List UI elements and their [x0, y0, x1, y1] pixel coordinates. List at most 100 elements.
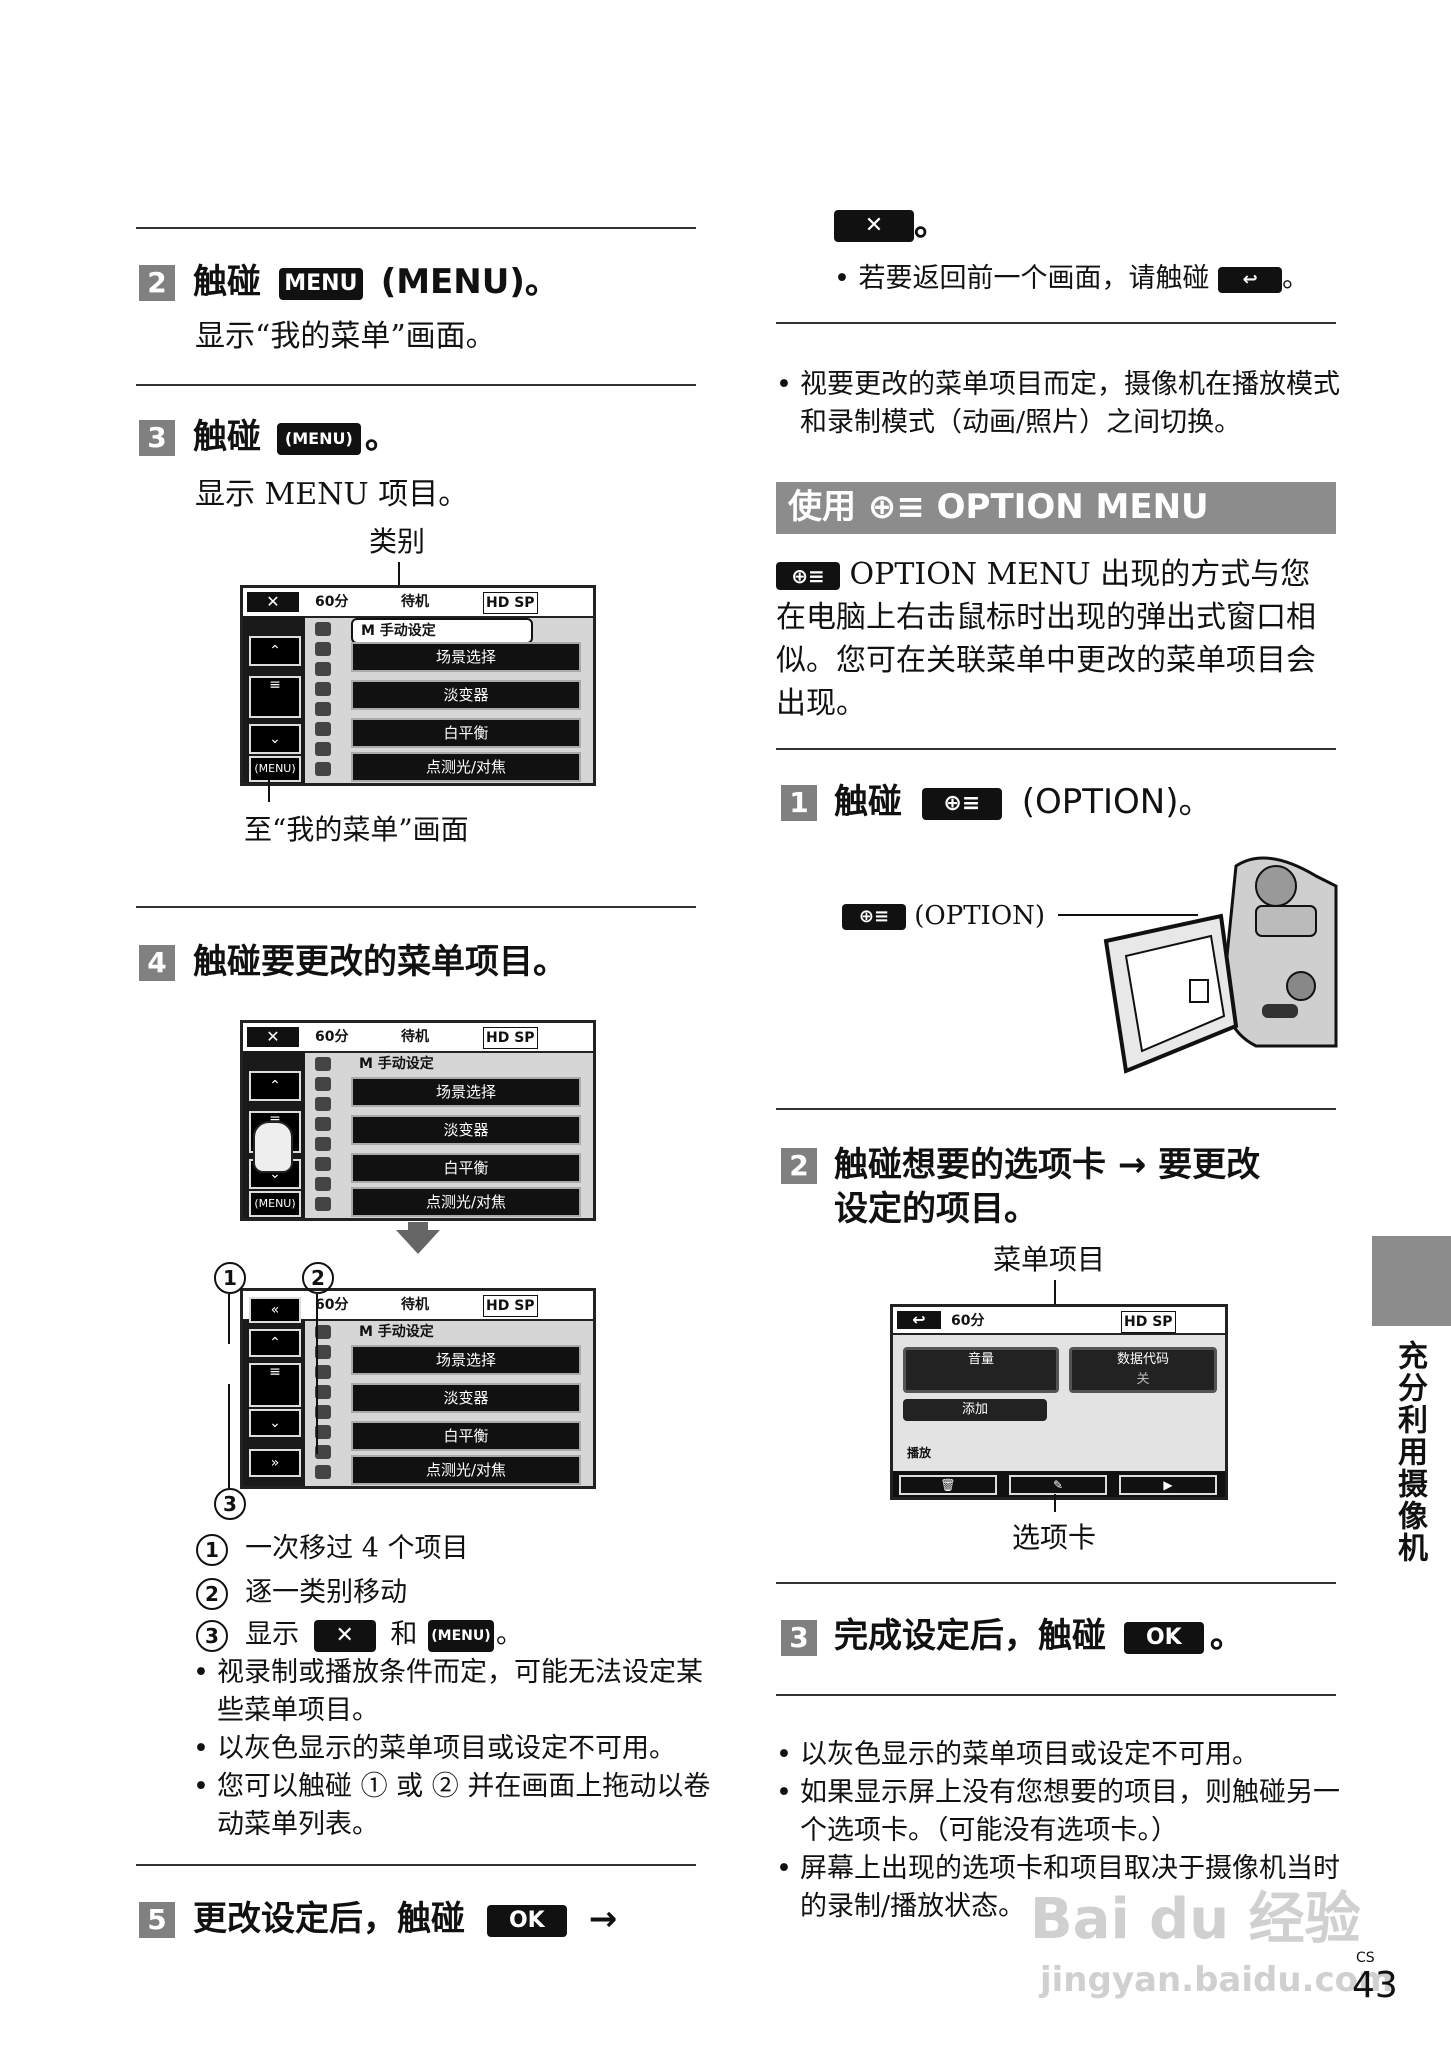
menu-item[interactable]: 点测光/对焦: [351, 1187, 581, 1217]
status-text: 待机: [401, 594, 429, 610]
quality-indicator: HD SP: [1121, 1311, 1176, 1333]
status-text: 待机: [401, 1297, 429, 1313]
menu-screen: ✕ 60分 待机 HD SP ⌃ ≡ ⌄ (MENU) M 手动设定 场景选择 …: [240, 1020, 596, 1221]
legend-1: 1 一次移过 4 个项目: [196, 1530, 469, 1568]
note-bullet: 以灰色显示的菜单项目或设定不可用。: [193, 1730, 722, 1768]
step-2-title: 触碰 MENU (MENU)。: [193, 262, 559, 302]
menu-item[interactable]: 点测光/对焦: [351, 752, 581, 782]
grid-icon: [315, 722, 331, 736]
menu-button-icon: MENU: [278, 267, 363, 300]
menu-item[interactable]: 白平衡: [351, 1153, 581, 1183]
close-icon: ✕: [834, 209, 914, 242]
back-icon[interactable]: ↩: [897, 1311, 941, 1329]
shooting-icon: [315, 642, 331, 656]
watermark-logo: Bai du 经验: [1030, 1887, 1361, 1952]
step-3-desc: 显示 MENU 项目。: [195, 477, 469, 512]
category-label: 类别: [369, 525, 426, 558]
close-icon[interactable]: ✕: [247, 592, 299, 612]
step-number: 5: [139, 1902, 175, 1938]
tab-playback-icon[interactable]: ▶: [1119, 1475, 1217, 1495]
menu-item[interactable]: 淡变器: [351, 1115, 581, 1145]
camcorder-illustration: [1103, 856, 1338, 1074]
page-down-button[interactable]: »: [249, 1449, 301, 1477]
wrench-icon: [315, 762, 331, 776]
watermark-url: jingyan.baidu.com: [1040, 1960, 1394, 2000]
step-3-title: 触碰 (MENU)。: [193, 417, 399, 457]
camera-icon: [315, 662, 331, 676]
mymenu-button[interactable]: (MENU): [249, 1191, 301, 1217]
menu-item[interactable]: 白平衡: [351, 718, 581, 748]
note-bullet: 如果显示屏上没有您想要的项目，则触碰另一个选项卡。（可能没有选项卡。）: [776, 1774, 1360, 1850]
category-row: M 手动设定: [351, 618, 533, 644]
step-5-continued: ✕。: [834, 202, 948, 246]
menu-item[interactable]: 淡变器: [351, 1383, 581, 1413]
menu-item[interactable]: 场景选择: [351, 1345, 581, 1375]
menu-item[interactable]: 白平衡: [351, 1421, 581, 1451]
mymenu-button-icon: (MENU): [276, 422, 361, 455]
quality-indicator: HD SP: [483, 592, 538, 614]
scroll-bar[interactable]: ≡: [249, 676, 301, 718]
menu-item[interactable]: 淡变器: [351, 680, 581, 710]
close-icon: ✕: [313, 1619, 376, 1652]
option-screen: ↩ 60分 HD SP 音量 数据代码 关 添加 播放 🗑 ✎ ▶: [890, 1304, 1228, 1500]
step-number: 1: [781, 785, 817, 821]
menu-screen: 60分 待机 HD SP « ⌃ ≡ ⌄ » M 手动设定 场景选择 淡变器 白…: [240, 1288, 596, 1489]
menu-items-label: 菜单项目: [993, 1243, 1106, 1276]
mode-note: 视要更改的菜单项目而定，摄像机在播放模式和录制模式（动画/照片）之间切换。: [776, 366, 1360, 442]
option-step-2-line2: 设定的项目。: [834, 1189, 1038, 1229]
scroll-down-button[interactable]: ⌄: [249, 724, 301, 754]
quality-indicator: HD SP: [483, 1027, 538, 1049]
tab-delete-icon[interactable]: 🗑: [899, 1475, 997, 1495]
note-bullet: 您可以触碰 ① 或 ② 并在画面上拖动以卷动菜单列表。: [193, 1768, 722, 1844]
settings-icon: [315, 742, 331, 756]
option-callout: ⊕≡ (OPTION): [842, 898, 1045, 934]
mymenu-button-icon: (MENU): [427, 1619, 494, 1652]
menu-screen: ✕ 60分 待机 HD SP ⌃ ≡ ⌄ (MENU) M 手动设定 场景选择 …: [240, 585, 596, 786]
step-5-title: 更改设定后，触碰 OK →: [193, 1899, 618, 1939]
callout-1: 1: [214, 1262, 246, 1294]
battery-indicator: 60分: [315, 1029, 349, 1045]
legend-2: 2 逐一类别移动: [196, 1574, 407, 1612]
category-row: M 手动设定: [359, 1056, 434, 1072]
chapter-title: 充分利用摄像机: [1392, 1340, 1427, 1564]
scroll-up-button[interactable]: ⌃: [249, 636, 301, 666]
ok-button-icon: OK: [1123, 1621, 1204, 1654]
battery-indicator: 60分: [315, 1297, 349, 1313]
step-number: 3: [781, 1620, 817, 1656]
battery-indicator: 60分: [951, 1313, 985, 1329]
scroll-up-button[interactable]: ⌃: [249, 1071, 301, 1101]
option-icon: ⊕≡: [776, 562, 840, 590]
legend-3: 3 显示 ✕ 和 (MENU)。: [196, 1616, 523, 1654]
step-number: 2: [139, 265, 175, 301]
status-text: 待机: [401, 1029, 429, 1045]
option-item-add[interactable]: 添加: [903, 1399, 1047, 1421]
menu-item[interactable]: 场景选择: [351, 642, 581, 672]
scroll-bar[interactable]: ≡: [249, 1363, 301, 1407]
option-item-datacode[interactable]: 数据代码 关: [1069, 1347, 1217, 1393]
section-header: 使用 ⊕≡ OPTION MENU: [776, 482, 1336, 534]
scroll-up-button[interactable]: ⌃: [249, 1329, 301, 1357]
menu-item[interactable]: 场景选择: [351, 1077, 581, 1107]
callout-2: 2: [302, 1262, 334, 1294]
option-icon: ⊕≡: [842, 904, 906, 930]
menu-item[interactable]: 点测光/对焦: [351, 1455, 581, 1485]
step-4-title: 触碰要更改的菜单项目。: [193, 942, 567, 982]
tab-edit-icon[interactable]: ✎: [1009, 1475, 1107, 1495]
tabs-label: 选项卡: [1012, 1521, 1097, 1554]
note-bullet: 视录制或播放条件而定，可能无法设定某些菜单项目。: [193, 1654, 722, 1730]
finger-icon: [253, 1121, 293, 1173]
step-number: 3: [139, 420, 175, 456]
ok-button-icon: OK: [486, 1904, 567, 1937]
page-up-button[interactable]: «: [249, 1297, 301, 1323]
close-icon[interactable]: ✕: [247, 1027, 299, 1047]
option-item-volume[interactable]: 音量: [903, 1347, 1059, 1393]
option-step-1-title: 触碰 ⊕≡ (OPTION)。: [834, 782, 1213, 822]
step-number: 4: [139, 945, 175, 981]
mymenu-button[interactable]: (MENU): [249, 756, 301, 782]
option-menu-intro: ⊕≡ OPTION MENU 出现的方式与您在电脑上右击鼠标时出现的弹出式窗口相…: [776, 557, 1316, 721]
scroll-down-button[interactable]: ⌄: [249, 1409, 301, 1437]
playback-icon: [315, 682, 331, 696]
edit-icon: [315, 702, 331, 716]
option-icon: ⊕≡: [921, 787, 1002, 820]
quality-indicator: HD SP: [483, 1295, 538, 1317]
